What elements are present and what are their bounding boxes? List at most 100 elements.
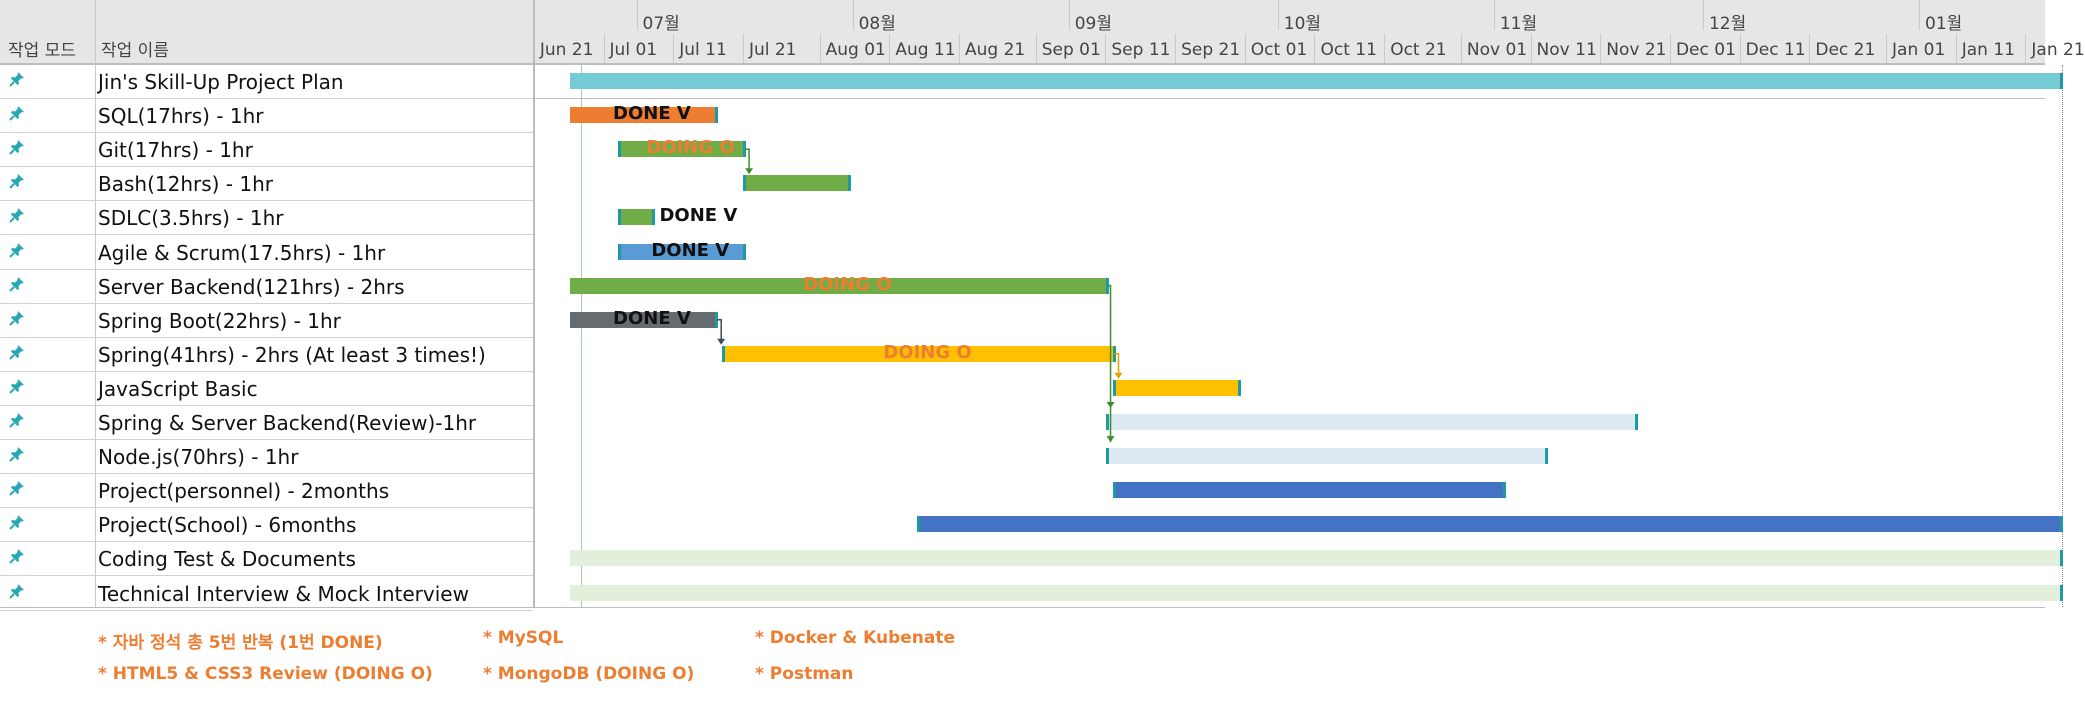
row-divider bbox=[0, 268, 533, 270]
bar-start-handle[interactable] bbox=[617, 141, 621, 158]
task-name[interactable]: SQL(17hrs) - 1hr bbox=[98, 104, 264, 129]
task-name[interactable]: Server Backend(121hrs) - 2hrs bbox=[98, 274, 405, 299]
pin-icon[interactable] bbox=[9, 173, 25, 190]
task-row[interactable]: Project(School) - 6months bbox=[0, 508, 533, 543]
bar-end-handle[interactable] bbox=[715, 107, 719, 124]
bar-start-handle[interactable] bbox=[1105, 448, 1109, 465]
bar-end-handle[interactable] bbox=[652, 209, 656, 226]
pin-icon[interactable] bbox=[9, 71, 25, 87]
pin-icon[interactable] bbox=[9, 310, 25, 326]
pin-icon[interactable] bbox=[9, 378, 25, 394]
bar-end-handle[interactable] bbox=[743, 243, 747, 260]
task-row[interactable]: Spring Boot(22hrs) - 1hr bbox=[0, 304, 533, 338]
name-column-header[interactable]: 작업 이름 bbox=[101, 41, 169, 61]
bar-end-handle[interactable] bbox=[1502, 482, 1506, 499]
task-name[interactable]: Bash(12hrs) - 1hr bbox=[98, 172, 273, 197]
pin-icon[interactable] bbox=[9, 139, 25, 155]
pin-icon[interactable] bbox=[9, 344, 25, 360]
bar-start-handle[interactable] bbox=[917, 516, 921, 533]
bar-end-handle[interactable] bbox=[1237, 379, 1241, 396]
task-row[interactable]: SDLC(3.5hrs) - 1hr bbox=[0, 201, 533, 236]
project-end-line bbox=[2062, 65, 2064, 607]
bar-end-handle[interactable] bbox=[847, 175, 851, 192]
task-name[interactable]: Git(17hrs) - 1hr bbox=[98, 138, 253, 163]
task-row[interactable]: Spring(41hrs) - 2hrs (At least 3 times!) bbox=[0, 338, 533, 372]
date-label: Jul 01 bbox=[609, 40, 658, 60]
bar-end-handle[interactable] bbox=[1112, 345, 1116, 362]
task-row[interactable]: Git(17hrs) - 1hr bbox=[0, 133, 533, 168]
task-row[interactable]: Spring & Server Backend(Review)-1hr bbox=[0, 406, 533, 441]
grid-chart-splitter[interactable] bbox=[533, 0, 535, 607]
gantt-bar[interactable] bbox=[1113, 482, 1504, 499]
date-label: Sep 21 bbox=[1181, 40, 1241, 60]
bar-start-handle[interactable] bbox=[1112, 482, 1116, 499]
bar-start-handle[interactable] bbox=[617, 243, 621, 260]
pin-icon[interactable] bbox=[9, 548, 25, 565]
task-row[interactable]: Agile & Scrum(17.5hrs) - 1hr bbox=[0, 236, 533, 270]
gantt-bar[interactable] bbox=[1106, 448, 1546, 465]
pin-icon[interactable] bbox=[9, 207, 25, 224]
task-row[interactable]: Technical Interview & Mock Interview bbox=[0, 577, 533, 611]
pin-icon[interactable] bbox=[9, 105, 25, 121]
gantt-bar[interactable] bbox=[569, 584, 2062, 601]
gantt-bar[interactable] bbox=[569, 311, 717, 328]
task-name[interactable]: Spring Boot(22hrs) - 1hr bbox=[98, 308, 341, 333]
task-row[interactable]: Coding Test & Documents bbox=[0, 542, 533, 577]
task-name[interactable]: Technical Interview & Mock Interview bbox=[98, 581, 469, 606]
gantt-bar[interactable] bbox=[569, 550, 2062, 567]
task-name[interactable]: Node.js(70hrs) - 1hr bbox=[98, 445, 299, 470]
pin-icon[interactable] bbox=[9, 480, 25, 496]
bar-end-handle[interactable] bbox=[1635, 414, 1639, 430]
bar-start-handle[interactable] bbox=[1112, 379, 1116, 396]
pin-icon[interactable] bbox=[9, 514, 25, 531]
task-name[interactable]: Spring & Server Backend(Review)-1hr bbox=[98, 411, 477, 435]
date-tick bbox=[1530, 34, 1532, 63]
gantt-bar[interactable] bbox=[618, 243, 745, 260]
bar-end-handle[interactable] bbox=[743, 141, 747, 158]
task-row[interactable]: Node.js(70hrs) - 1hr bbox=[0, 440, 533, 475]
bar-end-handle[interactable] bbox=[2060, 516, 2064, 533]
bar-start-handle[interactable] bbox=[722, 345, 726, 362]
bar-end-handle[interactable] bbox=[1544, 448, 1548, 465]
task-row[interactable]: Jin's Skill-Up Project Plan bbox=[0, 65, 533, 100]
bar-end-handle[interactable] bbox=[2060, 73, 2064, 89]
gantt-bar[interactable] bbox=[569, 73, 2062, 89]
pin-icon[interactable] bbox=[9, 412, 25, 428]
gantt-bar[interactable] bbox=[1113, 379, 1239, 396]
gantt-bar[interactable] bbox=[918, 516, 2062, 533]
bar-end-handle[interactable] bbox=[2060, 550, 2064, 567]
bar-end-handle[interactable] bbox=[2060, 584, 2064, 601]
mode-column-header[interactable]: 작업 모드 bbox=[8, 41, 76, 61]
task-name[interactable]: Spring(41hrs) - 2hrs (At least 3 times!) bbox=[98, 342, 486, 367]
bar-start-handle[interactable] bbox=[743, 175, 747, 192]
gantt-bar[interactable] bbox=[744, 175, 849, 192]
task-name[interactable]: SDLC(3.5hrs) - 1hr bbox=[98, 206, 284, 231]
bar-start-handle[interactable] bbox=[1105, 414, 1109, 430]
task-name[interactable]: Jin's Skill-Up Project Plan bbox=[98, 70, 344, 94]
task-name[interactable]: Project(personnel) - 2months bbox=[98, 479, 390, 504]
date-tick bbox=[959, 34, 961, 63]
gantt-bar[interactable] bbox=[1106, 414, 1637, 430]
task-name[interactable]: JavaScript Basic bbox=[98, 376, 258, 401]
task-row[interactable]: Bash(12hrs) - 1hr bbox=[0, 167, 533, 202]
pin-icon[interactable] bbox=[9, 583, 25, 599]
task-row[interactable]: Server Backend(121hrs) - 2hrs bbox=[0, 270, 533, 304]
task-name[interactable]: Project(School) - 6months bbox=[98, 513, 357, 538]
gantt-bar[interactable] bbox=[723, 345, 1114, 362]
task-row[interactable]: JavaScript Basic bbox=[0, 372, 533, 406]
gantt-bar[interactable] bbox=[618, 141, 745, 158]
task-row[interactable]: SQL(17hrs) - 1hr bbox=[0, 99, 533, 134]
gantt-bar[interactable] bbox=[569, 277, 1107, 294]
bar-end-handle[interactable] bbox=[715, 311, 719, 328]
task-row[interactable]: Project(personnel) - 2months bbox=[0, 474, 533, 509]
pin-icon[interactable] bbox=[9, 276, 25, 292]
task-name[interactable]: Coding Test & Documents bbox=[98, 547, 356, 572]
gantt-bar[interactable] bbox=[618, 209, 654, 226]
pin-icon[interactable] bbox=[9, 446, 25, 462]
task-name[interactable]: Agile & Scrum(17.5hrs) - 1hr bbox=[98, 240, 386, 265]
pin-icon[interactable] bbox=[9, 242, 25, 258]
today-line bbox=[581, 65, 582, 607]
bar-start-handle[interactable] bbox=[617, 209, 621, 226]
bar-end-handle[interactable] bbox=[1105, 277, 1109, 294]
gantt-bar[interactable] bbox=[569, 107, 717, 124]
